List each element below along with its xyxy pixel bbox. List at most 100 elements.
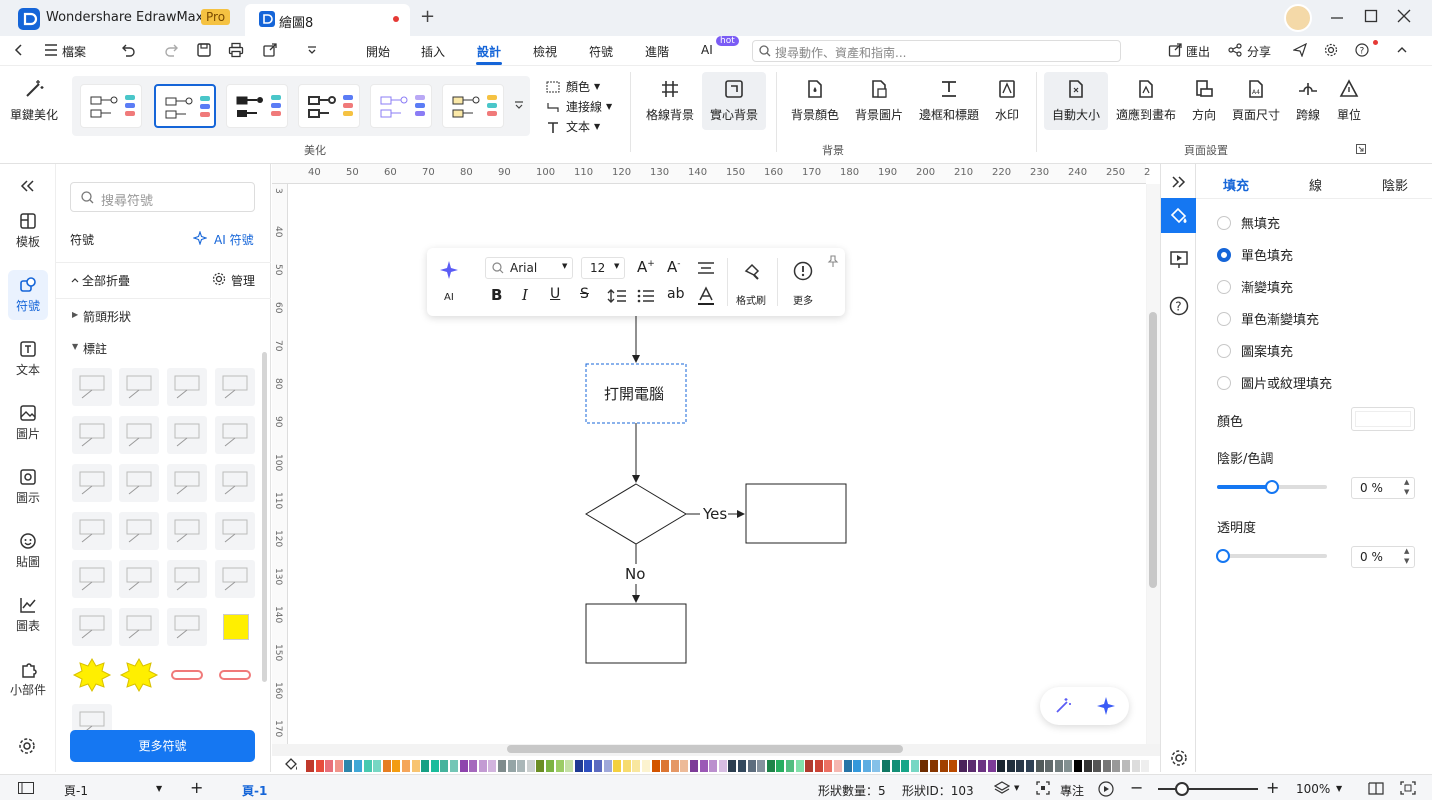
format-painter-icon[interactable] bbox=[742, 261, 762, 281]
radio-button[interactable] bbox=[1217, 312, 1231, 326]
bold-icon[interactable]: B bbox=[491, 286, 503, 304]
stepper-down-icon[interactable]: ▼ bbox=[1404, 557, 1410, 565]
settings-icon[interactable] bbox=[1324, 43, 1338, 57]
orientation-button[interactable]: 方向 bbox=[1186, 76, 1222, 123]
collapse-panel-icon[interactable] bbox=[19, 178, 35, 194]
color-swatch[interactable] bbox=[651, 760, 660, 772]
fill-option-image-texture[interactable]: 圖片或紋理填充 bbox=[1217, 373, 1332, 392]
share-button[interactable]: 分享 bbox=[1247, 45, 1272, 59]
rail-text[interactable]: 文本 bbox=[0, 340, 56, 378]
color-swatch[interactable] bbox=[622, 760, 631, 772]
color-swatch[interactable] bbox=[421, 760, 430, 772]
radio-button-selected[interactable] bbox=[1217, 248, 1231, 262]
font-size-select[interactable]: 12 ▼ bbox=[581, 257, 625, 279]
color-swatch[interactable] bbox=[920, 760, 929, 772]
radio-button[interactable] bbox=[1217, 344, 1231, 358]
callout-symbol[interactable] bbox=[167, 512, 207, 550]
color-swatch[interactable] bbox=[690, 760, 698, 772]
color-swatch[interactable] bbox=[373, 760, 382, 772]
callout-symbol[interactable] bbox=[119, 608, 159, 646]
color-swatch[interactable] bbox=[670, 760, 679, 772]
color-swatch[interactable] bbox=[1035, 760, 1044, 772]
color-swatch[interactable] bbox=[709, 760, 718, 772]
color-swatch[interactable] bbox=[565, 760, 574, 772]
color-swatch[interactable] bbox=[824, 760, 833, 772]
callout-symbol[interactable] bbox=[215, 368, 255, 406]
zoom-slider-thumb[interactable] bbox=[1175, 782, 1189, 796]
fill-option-gradient[interactable]: 漸變填充 bbox=[1217, 277, 1293, 296]
search-box[interactable]: 搜尋動作、資產和指南... bbox=[752, 40, 1121, 62]
callout-symbol[interactable] bbox=[167, 464, 207, 502]
color-swatch[interactable] bbox=[958, 760, 967, 772]
fill-option-none[interactable]: 無填充 bbox=[1217, 213, 1280, 232]
book-view-icon[interactable] bbox=[1368, 781, 1384, 795]
collapse-ribbon-icon[interactable] bbox=[1396, 44, 1408, 56]
callout-symbol[interactable] bbox=[72, 608, 112, 646]
fill-bucket-icon[interactable] bbox=[283, 758, 299, 772]
transparency-slider-thumb[interactable] bbox=[1216, 549, 1230, 563]
tab-insert[interactable]: 插入 bbox=[421, 45, 446, 59]
color-swatch[interactable] bbox=[594, 760, 602, 772]
color-dropdown[interactable]: 顏色▼ bbox=[546, 78, 600, 95]
font-family-select[interactable]: Arial ▼ bbox=[485, 257, 573, 279]
radio-button[interactable] bbox=[1217, 376, 1231, 390]
zoom-slider-track[interactable] bbox=[1158, 788, 1258, 790]
category-arrow-shapes[interactable]: 箭頭形狀 bbox=[83, 310, 132, 324]
increase-font-icon[interactable]: A+ bbox=[637, 258, 655, 276]
color-swatch[interactable] bbox=[738, 760, 746, 772]
tab-fill[interactable]: 填充 bbox=[1223, 179, 1250, 194]
page-dropdown-icon[interactable]: ▼ bbox=[156, 784, 163, 793]
fit-to-canvas-button[interactable]: 適應到畫布 bbox=[1112, 76, 1180, 123]
decrease-font-icon[interactable]: A- bbox=[667, 258, 681, 276]
callout-symbol[interactable] bbox=[215, 512, 255, 550]
callout-symbol[interactable] bbox=[119, 512, 159, 550]
color-swatch[interactable] bbox=[526, 760, 535, 772]
callout-symbol[interactable] bbox=[167, 560, 207, 598]
color-swatch[interactable] bbox=[766, 760, 775, 772]
callout-symbol[interactable] bbox=[119, 560, 159, 598]
gallery-more-icon[interactable] bbox=[514, 100, 524, 110]
no-label[interactable]: No bbox=[625, 565, 646, 583]
presentation-icon[interactable] bbox=[1169, 250, 1189, 270]
grid-background-button[interactable]: 格線背景 bbox=[642, 76, 698, 123]
file-menu[interactable]: 檔案 bbox=[62, 45, 87, 59]
color-swatch[interactable] bbox=[747, 760, 756, 772]
callout-symbol[interactable] bbox=[119, 416, 159, 454]
line-spacing-icon[interactable] bbox=[607, 288, 627, 304]
color-swatch[interactable] bbox=[891, 760, 900, 772]
italic-icon[interactable]: I bbox=[522, 286, 528, 304]
watermark-button[interactable]: 水印 bbox=[990, 76, 1024, 123]
theme-option[interactable] bbox=[298, 84, 360, 128]
color-swatch[interactable] bbox=[1016, 760, 1025, 772]
callout-symbol[interactable] bbox=[167, 368, 207, 406]
tab-design[interactable]: 設計 bbox=[477, 45, 502, 59]
tab-symbols[interactable]: 符號 bbox=[589, 45, 614, 59]
callout-symbol[interactable] bbox=[72, 416, 112, 454]
color-swatch[interactable] bbox=[699, 760, 708, 772]
color-swatch[interactable] bbox=[930, 760, 938, 772]
color-swatch[interactable] bbox=[1122, 760, 1130, 772]
callout-symbol[interactable] bbox=[215, 416, 255, 454]
color-swatch[interactable] bbox=[949, 760, 958, 772]
color-swatch[interactable] bbox=[1112, 760, 1121, 772]
color-swatch[interactable] bbox=[555, 760, 564, 772]
border-title-button[interactable]: 邊框和標題 bbox=[914, 76, 984, 123]
theme-option[interactable] bbox=[226, 84, 288, 128]
color-swatch[interactable] bbox=[901, 760, 910, 772]
decision-diamond[interactable] bbox=[585, 483, 687, 545]
focus-mode-button[interactable]: 專注 bbox=[1060, 784, 1085, 798]
expand-right-icon[interactable] bbox=[1170, 174, 1186, 190]
color-swatch[interactable] bbox=[834, 760, 842, 772]
color-swatch[interactable] bbox=[498, 760, 506, 772]
color-swatch[interactable] bbox=[574, 760, 583, 772]
color-swatch[interactable] bbox=[1045, 760, 1054, 772]
color-swatch[interactable] bbox=[642, 760, 650, 772]
help-icon[interactable]: ? bbox=[1355, 43, 1369, 57]
color-swatch[interactable] bbox=[325, 760, 334, 772]
color-swatch[interactable] bbox=[882, 760, 890, 772]
radio-button[interactable] bbox=[1217, 216, 1231, 230]
save-icon[interactable] bbox=[196, 42, 212, 58]
theme-option[interactable] bbox=[442, 84, 504, 128]
active-page-tab[interactable]: 頁-1 bbox=[242, 784, 268, 798]
callout-symbol[interactable] bbox=[119, 464, 159, 502]
